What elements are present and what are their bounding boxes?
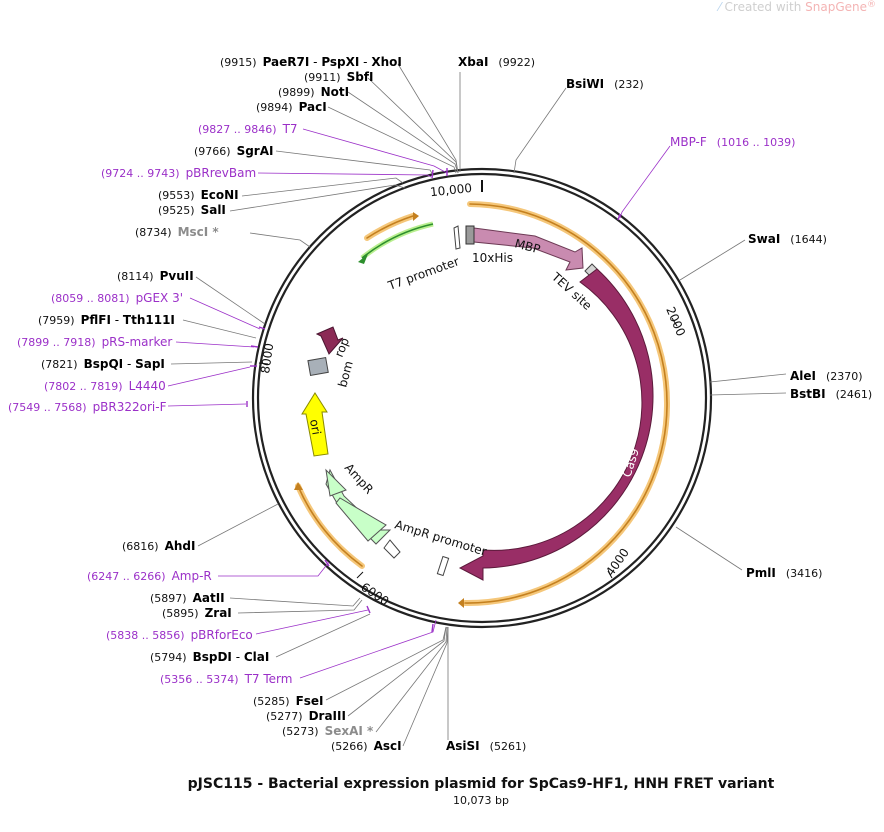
label-t7-promoter: T7 promoter [385, 254, 461, 293]
site-sgrai[interactable]: (9766)SgrAI [194, 144, 273, 158]
site-t7term[interactable]: (5356 .. 5374)T7 Term [160, 672, 292, 686]
site-pbrforeco[interactable]: (5838 .. 5856)pBRforEco [106, 628, 253, 642]
site-aatii[interactable]: (5897)AatII [150, 591, 225, 605]
site-xbai[interactable]: XbaI(9922) [458, 55, 535, 69]
leader-lines [167, 63, 787, 747]
site-swai[interactable]: SwaI(1644) [748, 232, 827, 246]
backbone [251, 167, 713, 629]
site-ampr-primer[interactable]: (6247 .. 6266)Amp-R [87, 569, 212, 583]
tick-2000: 2000 [663, 305, 688, 339]
site-pgex3[interactable]: (8059 .. 8081)pGEX 3' [51, 291, 183, 305]
site-asci[interactable]: (5266)AscI [331, 739, 402, 753]
site-msci[interactable]: (8734)MscI * [135, 225, 219, 239]
watermark-brand: SnapGene [805, 0, 867, 14]
plasmid-title: pJSC115 - Bacterial expression plasmid f… [187, 776, 775, 792]
watermark-mark: ® [867, 0, 876, 10]
site-zrai[interactable]: (5895)ZraI [162, 606, 232, 620]
label-ampr-promoter: AmpR promoter [393, 517, 488, 558]
site-l4440[interactable]: (7802 .. 7819)L4440 [44, 379, 166, 393]
site-sali[interactable]: (9525)SalI [158, 203, 226, 217]
site-labels: (9915)PaeR7I - PspXI - XhoI (9911)SbfI (… [8, 55, 872, 753]
label-ampr: AmpR [342, 461, 376, 497]
tick-8000: 8000 [258, 342, 276, 374]
site-pvuii[interactable]: (8114)PvuII [117, 269, 194, 283]
site-pflfi[interactable]: (7959)PflFI - Tth111I [38, 313, 175, 327]
ampr-arrow[interactable] [325, 468, 392, 545]
bom-marker[interactable] [307, 356, 329, 377]
site-prsmarker[interactable]: (7899 .. 7918)pRS-marker [17, 335, 172, 349]
t7-promoter-arrow[interactable] [358, 221, 434, 264]
site-mbpf[interactable]: MBP-F(1016 .. 1039) [670, 135, 795, 149]
plasmid-length: 10,073 bp [453, 794, 509, 807]
10xhis-marker[interactable] [453, 225, 475, 250]
site-bspqi[interactable]: (7821)BspQI - SapI [41, 357, 165, 371]
plasmid-title-block: pJSC115 - Bacterial expression plasmid f… [0, 776, 884, 807]
mbp-arrow[interactable] [473, 227, 584, 271]
site-pbrrevbam[interactable]: (9724 .. 9743)pBRrevBam [101, 166, 256, 180]
tick-10000: 10,000 [429, 181, 472, 199]
tick-6000: 6000 [358, 580, 391, 609]
rop-arrow[interactable] [315, 326, 344, 355]
ori-arrow[interactable] [301, 392, 329, 457]
label-10xhis: 10xHis [472, 251, 513, 265]
label-ori: ori [307, 418, 323, 436]
site-paer7i[interactable]: (9915)PaeR7I - PspXI - XhoI [220, 55, 402, 69]
site-pbr322ori[interactable]: (7549 .. 7568)pBR322ori-F [8, 400, 167, 414]
orf-arcs [294, 201, 670, 608]
snapgene-logo-icon: ⁄ [718, 0, 721, 14]
site-fsei[interactable]: (5285)FseI [253, 694, 324, 708]
site-sexai[interactable]: (5273)SexAI * [282, 724, 374, 738]
site-bsiwi[interactable]: BsiWI(232) [566, 77, 644, 91]
ampr-promoter-arrow[interactable] [383, 539, 450, 577]
site-alei[interactable]: AleI(2370) [790, 369, 863, 383]
site-noti[interactable]: (9899)NotI [278, 85, 349, 99]
site-t7[interactable]: (9827 .. 9846)T7 [198, 122, 298, 136]
site-bstbi[interactable]: BstBI(2461) [790, 387, 872, 401]
site-asisi[interactable]: AsiSI(5261) [446, 739, 526, 753]
label-rop: rop [332, 336, 352, 359]
site-paci[interactable]: (9894)PacI [256, 100, 327, 114]
cas9-arrow[interactable] [458, 268, 654, 581]
snapgene-watermark: ⁄ Created with SnapGene® [719, 0, 876, 14]
site-ahdi[interactable]: (6816)AhdI [122, 539, 195, 553]
site-draiii[interactable]: (5277)DraIII [266, 709, 346, 723]
site-econi[interactable]: (9553)EcoNI [158, 188, 239, 202]
site-bspdi[interactable]: (5794)BspDI - ClaI [150, 650, 269, 664]
site-pmli[interactable]: PmlI(3416) [746, 566, 822, 580]
site-markers [246, 168, 621, 633]
site-sbfi[interactable]: (9911)SbfI [304, 70, 374, 84]
watermark-prefix: Created with [724, 0, 802, 14]
label-bom: bom [335, 359, 355, 388]
label-mbp: MBP [513, 236, 542, 256]
